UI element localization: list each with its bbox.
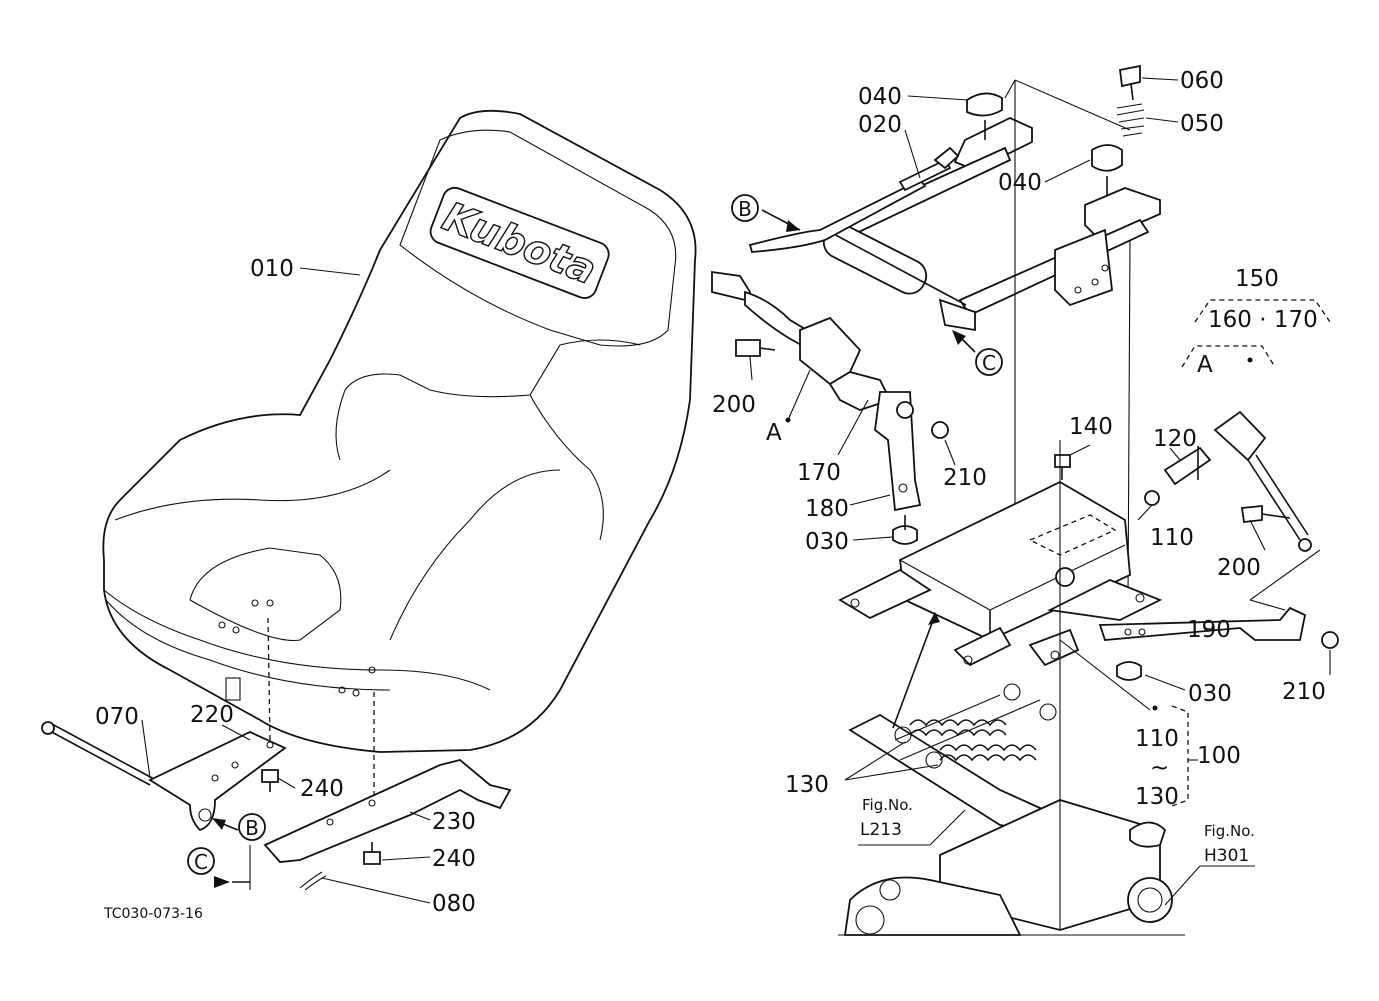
label-240-bottom: 240 [432,846,476,872]
label-060: 060 [1180,68,1224,94]
label-170: 170 [797,460,841,486]
label-tilde: ~ [1150,755,1169,781]
ref-circle-b1: B [731,194,759,222]
label-130-range: 130 [1135,784,1179,810]
fig-ref-l213-title: Fig.No. [862,796,913,814]
fig-h301-leader [1164,865,1255,906]
label-a-left: A [766,420,782,446]
assembly-bracket-a [1181,345,1276,368]
label-070: 070 [95,704,139,730]
ref-c-top: C [982,351,996,375]
fig-ref-h301-code: H301 [1204,846,1249,866]
label-010: 010 [250,256,294,282]
label-110-range: 110 [1135,726,1179,752]
fig-l213-leader [858,809,966,846]
label-130: 130 [785,772,829,798]
transmission-housing [838,440,1185,936]
label-030-right: 030 [1188,681,1232,707]
ref-circle-c2: C [187,847,215,875]
label-150: 150 [1235,266,1279,292]
label-160-170: 160 · 170 [1208,307,1318,333]
assembly-bracket-150 [1194,299,1331,323]
label-050: 050 [1180,111,1224,137]
label-020: 020 [858,112,902,138]
label-200-left: 200 [712,392,756,418]
label-140: 140 [1069,414,1113,440]
fig-ref-h301-title: Fig.No. [1204,822,1255,840]
ref-c-bottom: C [194,850,208,874]
label-100: 100 [1197,743,1241,769]
label-120: 120 [1153,426,1197,452]
ref-b-top: B [738,197,752,221]
label-080: 080 [432,891,476,917]
label-220: 220 [190,702,234,728]
label-040-right: 040 [998,170,1042,196]
ref-arrows [212,209,976,890]
label-210-right: 210 [1282,679,1326,705]
seat-brackets [41,617,512,891]
slide-rail-frame [748,64,1161,601]
label-210-left: 210 [943,465,987,491]
seat-switch-assembly [711,270,1339,649]
ref-circle-c1: C [975,348,1003,376]
ref-b-bottom: B [245,816,259,840]
ref-circle-b2: B [238,813,266,841]
springs-130 [848,612,1057,832]
label-230: 230 [432,809,476,835]
seat-010: Kubota [102,109,697,753]
part-labels: 010 070 220 240 230 240 080 040 020 040 … [95,68,1326,922]
drawing-code: TC030-073-16 [103,906,203,922]
fig-ref-l213-code: L213 [860,820,902,840]
label-190: 190 [1187,617,1231,643]
label-200-right: 200 [1217,555,1261,581]
label-110-top: 110 [1150,525,1194,551]
leader-lines [141,77,1331,904]
label-180: 180 [805,496,849,522]
label-240-top: 240 [300,776,344,802]
label-040-top: 040 [858,84,902,110]
label-030-left: 030 [805,529,849,555]
belt-buckle [1213,410,1321,611]
label-a-right: A [1197,352,1213,378]
